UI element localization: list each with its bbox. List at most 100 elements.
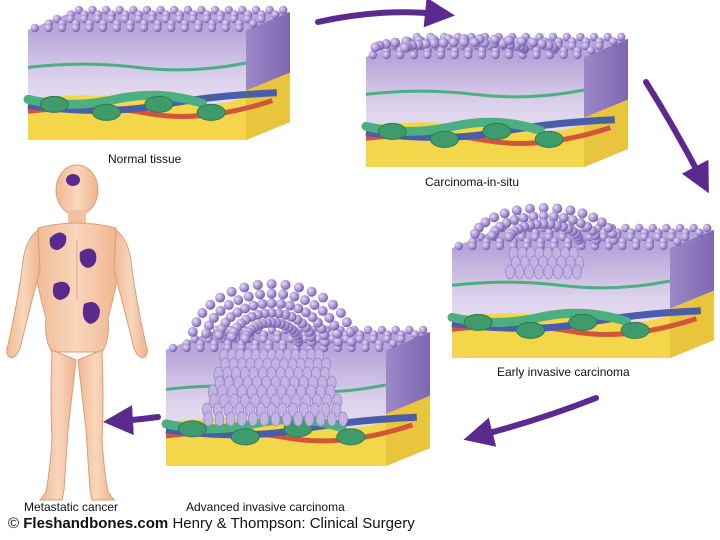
surface-cell <box>368 50 378 60</box>
tumor-cell <box>558 212 569 223</box>
tumor-cell <box>489 34 500 45</box>
invasive-cell <box>505 264 515 280</box>
credit-source: Henry & Thompson: Clinical Surgery <box>172 515 415 532</box>
surface-cell <box>93 14 102 24</box>
surface-cell <box>188 14 198 24</box>
surface-cell <box>658 241 668 251</box>
tumor-cell <box>317 305 328 316</box>
surface-cell <box>256 14 266 24</box>
tumor-cell <box>318 292 329 303</box>
invasive-cell <box>236 411 247 427</box>
tumor-cell <box>335 308 346 318</box>
surface-cell <box>463 50 473 60</box>
tumor-cell <box>469 37 480 48</box>
surface-cell <box>544 232 554 242</box>
tumor-cell <box>489 212 500 223</box>
surface-cell <box>361 343 370 353</box>
invasive-cell <box>225 411 236 427</box>
tumor-cell <box>596 217 607 228</box>
tumor-cell <box>293 282 304 293</box>
surface-cell <box>454 241 464 251</box>
figure-left-arm <box>6 229 41 359</box>
surface-cell <box>702 223 712 233</box>
surface-cell <box>161 14 171 24</box>
surface-cell <box>251 5 261 15</box>
tumor-cell <box>552 203 563 214</box>
surface-cell <box>79 14 89 24</box>
tumor-cell <box>459 37 470 48</box>
tumor-cell <box>203 320 214 331</box>
surface-cell <box>559 50 568 60</box>
tumor-cell <box>499 208 510 219</box>
surface-cell <box>581 41 590 51</box>
tumor-cell <box>469 228 480 239</box>
surface-cell <box>491 50 500 60</box>
surface-cell <box>531 232 540 242</box>
surface-cell <box>139 23 149 33</box>
surface-cell <box>238 5 247 15</box>
connective-cell <box>377 122 407 140</box>
label-advanced-invasive-carcinoma: Advanced invasive carcinoma <box>186 500 345 514</box>
connective-cell <box>177 420 207 438</box>
surface-cell <box>52 14 62 24</box>
tumor-cell <box>345 326 356 337</box>
progression-arrows <box>103 0 709 447</box>
surface-cell <box>374 343 384 353</box>
surface-cell <box>66 14 75 24</box>
tumor-cell <box>516 36 527 47</box>
tumor-cell <box>227 331 238 342</box>
tumor-cell <box>537 39 548 49</box>
tumor-cell <box>306 286 317 297</box>
connective-cell <box>620 321 650 339</box>
surface-cell <box>594 41 604 51</box>
surface-cell <box>270 10 280 19</box>
connective-cell <box>482 122 512 140</box>
tumor-cell <box>420 38 431 49</box>
surface-cell <box>267 325 277 335</box>
invasive-cell <box>524 264 535 280</box>
surface-cell <box>410 330 420 339</box>
surface-cell <box>626 232 635 242</box>
connective-cell <box>336 428 366 446</box>
figure-right-arm <box>113 229 148 359</box>
tumor-cell <box>509 215 520 226</box>
surface-cell <box>558 232 567 242</box>
connective-cell <box>196 103 226 121</box>
surface-cell <box>156 5 165 15</box>
tumor-cell <box>215 292 226 303</box>
surface-cell <box>265 5 274 15</box>
tumor-cell <box>266 279 277 289</box>
tumor-cell <box>511 205 522 216</box>
invasive-cell <box>203 411 214 427</box>
label-early-invasive-carcinoma: Early invasive carcinoma <box>497 365 630 379</box>
surface-cell <box>273 334 282 344</box>
tumor-cell <box>278 289 289 300</box>
surface-cell <box>694 228 704 237</box>
tumor-cell <box>324 312 335 323</box>
tumor-cell <box>390 37 401 48</box>
tumor-cell <box>346 337 357 347</box>
label-normal-tissue: Normal tissue <box>108 152 182 166</box>
tissue-block-normal <box>23 5 290 140</box>
invasive-cell <box>315 411 326 427</box>
tumor-cell <box>240 333 251 344</box>
surface-cell <box>603 32 612 42</box>
tumor-cell <box>243 291 254 302</box>
surface-cell <box>120 14 130 24</box>
arrow-early-to-advanced <box>463 395 599 447</box>
surface-cell <box>30 23 40 33</box>
tumor-cell <box>504 231 515 242</box>
surface-cell <box>504 50 514 60</box>
surface-cell <box>57 23 67 33</box>
connective-cell <box>515 321 545 339</box>
invasive-cell <box>214 411 225 427</box>
surface-cell <box>586 46 596 55</box>
connective-cell <box>39 95 69 113</box>
surface-cell <box>183 5 193 15</box>
tumor-cell <box>200 328 211 339</box>
tumor-cell <box>239 303 250 314</box>
surface-cell <box>88 5 97 15</box>
surface-cell <box>182 343 191 353</box>
tumor-cell <box>300 307 311 318</box>
fat-layer-side <box>386 395 430 466</box>
